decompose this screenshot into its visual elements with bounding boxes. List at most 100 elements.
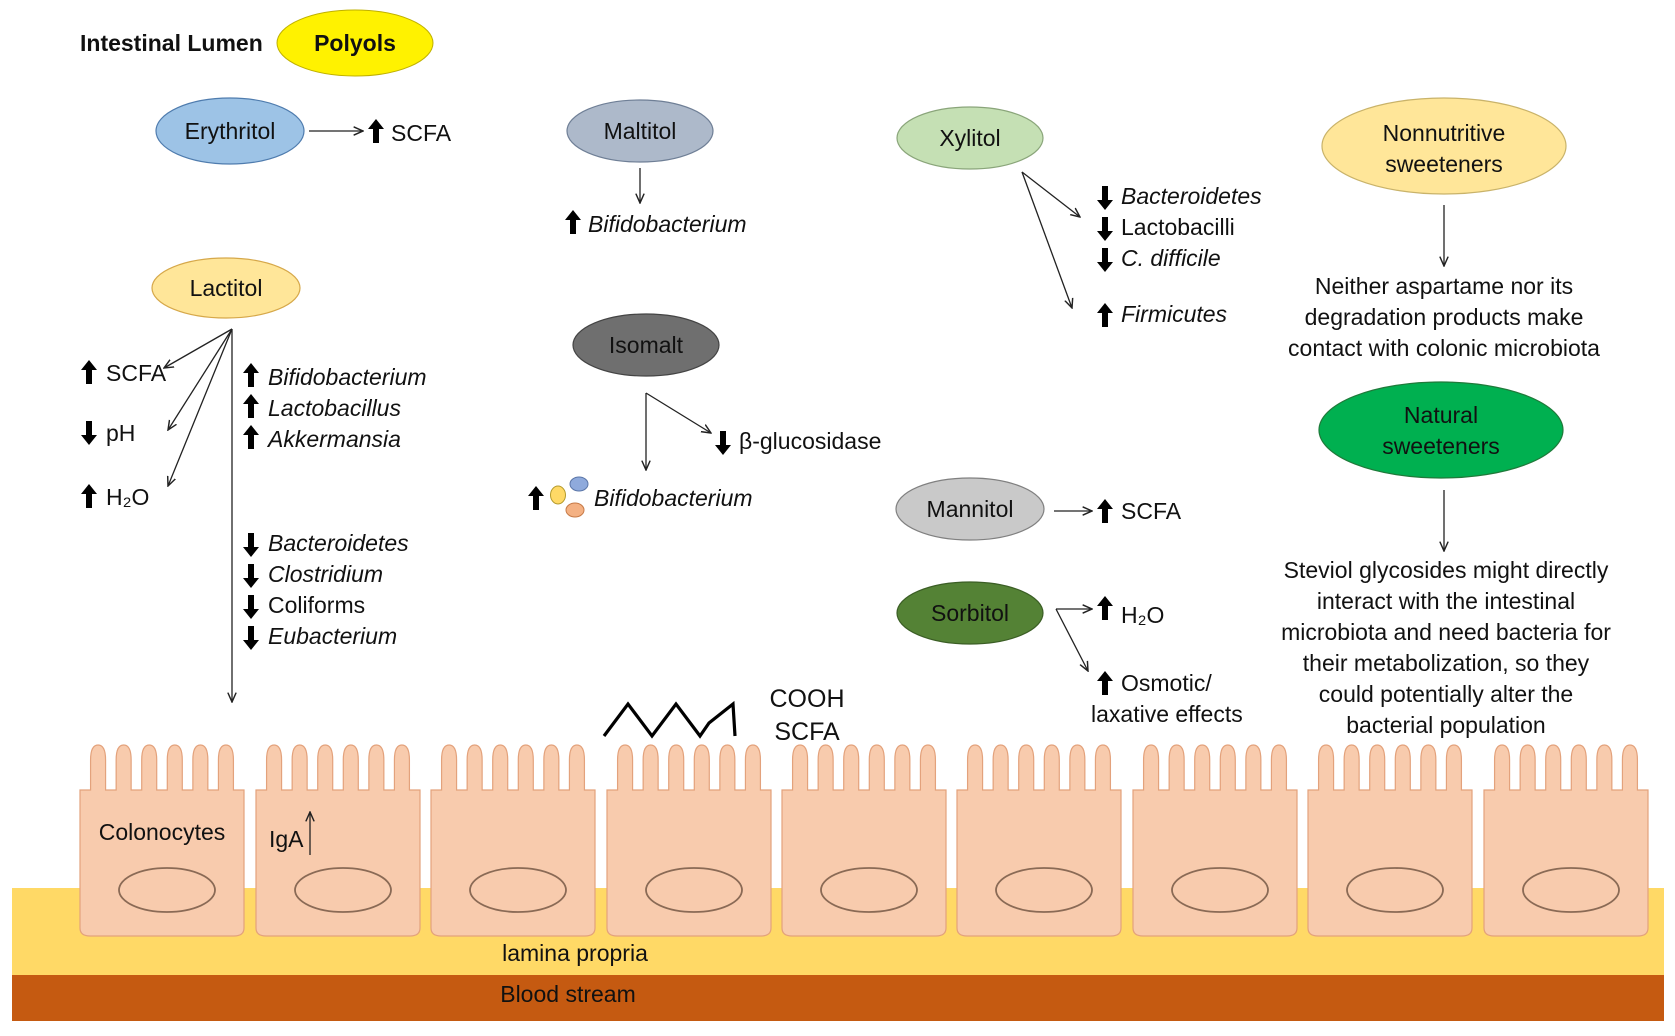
colonocyte-cell [1483, 744, 1649, 937]
scfa-label: SCFA [774, 718, 840, 746]
sorbitol-h2o: H₂O [1121, 602, 1164, 628]
nucleus [1171, 867, 1269, 913]
xylitol-label: Xylitol [939, 125, 1000, 151]
isomalt-glucosidase: β-glucosidase [739, 428, 881, 454]
colonocyte-cell [781, 744, 947, 937]
arrow-up-icon [1097, 671, 1113, 695]
sorbitol-label: Sorbitol [931, 600, 1009, 626]
lactitol-arrow-h2o [168, 328, 233, 486]
steviol-note-2: interact with the intestinal [1317, 588, 1575, 614]
arrow-up-icon [243, 425, 259, 449]
colonocyte-cell [1132, 744, 1298, 937]
lactitol-node [151, 257, 301, 319]
colonocyte-cell [255, 744, 421, 937]
arrow-up-icon [368, 119, 384, 143]
sorbitol-node [896, 581, 1044, 645]
lactitol-bacteroidetes: Bacteroidetes [268, 530, 409, 556]
lamina-propria-label: lamina propria [502, 940, 648, 966]
erythritol-label: Erythritol [185, 118, 276, 144]
nucleus [118, 867, 216, 913]
arrow-down-icon [715, 431, 731, 455]
mannitol-node [895, 477, 1045, 541]
lactitol-coliforms: Coliforms [268, 592, 365, 618]
maltitol-label: Maltitol [604, 118, 677, 144]
arrow-down-icon [1097, 217, 1113, 241]
arrow-down-icon [243, 595, 259, 619]
arrow-up-icon [1097, 303, 1113, 327]
colonocyte-cell [956, 744, 1122, 937]
arrow-down-icon [81, 421, 97, 445]
nucleus [1346, 867, 1444, 913]
intestinal-lumen-label: Intestinal Lumen [80, 30, 263, 56]
aspartame-note-1: Neither aspartame nor its [1315, 273, 1573, 299]
arrow-down-icon [1097, 186, 1113, 210]
sorbitol-arrow-osmotic [1055, 608, 1088, 671]
xylitol-node [896, 106, 1044, 170]
arrow-down-icon [243, 533, 259, 557]
xylitol-arrow-down [1021, 171, 1080, 217]
bacteria-icon [550, 476, 589, 518]
natural-label-1: Natural [1404, 402, 1478, 428]
arrow-down-icon [243, 564, 259, 588]
lactitol-eubacterium: Eubacterium [268, 623, 397, 649]
arrow-up-icon [243, 363, 259, 387]
iga-label: IgA [269, 826, 304, 852]
isomalt-arrow-right [645, 392, 711, 433]
natural-node [1318, 381, 1564, 479]
colonocyte-cell [79, 744, 245, 937]
lactitol-lactobacillus: Lactobacillus [268, 395, 401, 421]
blood-stream-label: Blood stream [500, 981, 636, 1007]
steviol-note-6: bacterial population [1346, 712, 1545, 738]
colonocytes-label: Colonocytes [99, 819, 226, 845]
zigzag-chain-icon [602, 700, 737, 739]
colonocyte-cell [1307, 744, 1473, 937]
lactitol-bifidobacterium: Bifidobacterium [268, 364, 427, 390]
steviol-note-4: their metabolization, so they [1303, 650, 1590, 676]
nucleus [995, 867, 1093, 913]
cooh-label: COOH [770, 685, 845, 713]
xylitol-arrow-up [1021, 171, 1072, 308]
lactitol-arrow-scfa [164, 328, 233, 368]
steviol-note-5: could potentially alter the [1319, 681, 1573, 707]
polyols-node [276, 9, 434, 77]
erythritol-scfa: SCFA [391, 120, 452, 146]
lactitol-scfa: SCFA [106, 360, 167, 386]
mannitol-scfa: SCFA [1121, 498, 1182, 524]
lactitol-arrow-ph [168, 328, 233, 430]
arrow-up-icon [1097, 596, 1113, 620]
maltitol-bifidobacterium: Bifidobacterium [588, 211, 747, 237]
isomalt-label: Isomalt [609, 332, 684, 358]
colonocyte-cell [430, 744, 596, 937]
nonnutritive-label-2: sweeteners [1385, 151, 1503, 177]
colonocyte-row [79, 744, 1649, 937]
blood-stream-layer [12, 975, 1664, 1021]
sorbitol-osmotic-2: laxative effects [1091, 701, 1243, 727]
xylitol-lactobacilli: Lactobacilli [1121, 214, 1235, 240]
arrow-up-icon [81, 484, 97, 508]
erythritol-node [155, 97, 305, 165]
arrow-up-icon [81, 360, 97, 384]
xylitol-c-difficile: C. difficile [1121, 245, 1221, 271]
arrow-up-icon [1097, 499, 1113, 523]
aspartame-note-3: contact with colonic microbiota [1288, 335, 1600, 361]
lactitol-h2o: H₂O [106, 484, 149, 510]
nucleus [294, 867, 392, 913]
nonnutritive-node [1321, 97, 1567, 195]
nucleus [1522, 867, 1620, 913]
mannitol-label: Mannitol [927, 496, 1014, 522]
lactitol-ph: pH [106, 420, 135, 446]
steviol-note-1: Steviol glycosides might directly [1284, 557, 1609, 583]
aspartame-note-2: degradation products make [1305, 304, 1584, 330]
steviol-note-3: microbiota and need bacteria for [1281, 619, 1611, 645]
arrow-up-icon [565, 210, 581, 234]
nucleus [469, 867, 567, 913]
polyols-label: Polyols [314, 30, 396, 56]
arrow-up-icon [243, 394, 259, 418]
sorbitol-osmotic-1: Osmotic/ [1121, 670, 1212, 696]
xylitol-firmicutes: Firmicutes [1121, 301, 1228, 327]
colonocyte-cell [606, 744, 772, 937]
arrow-down-icon [243, 626, 259, 650]
lactitol-clostridium: Clostridium [268, 561, 383, 587]
lactitol-label: Lactitol [190, 275, 263, 301]
